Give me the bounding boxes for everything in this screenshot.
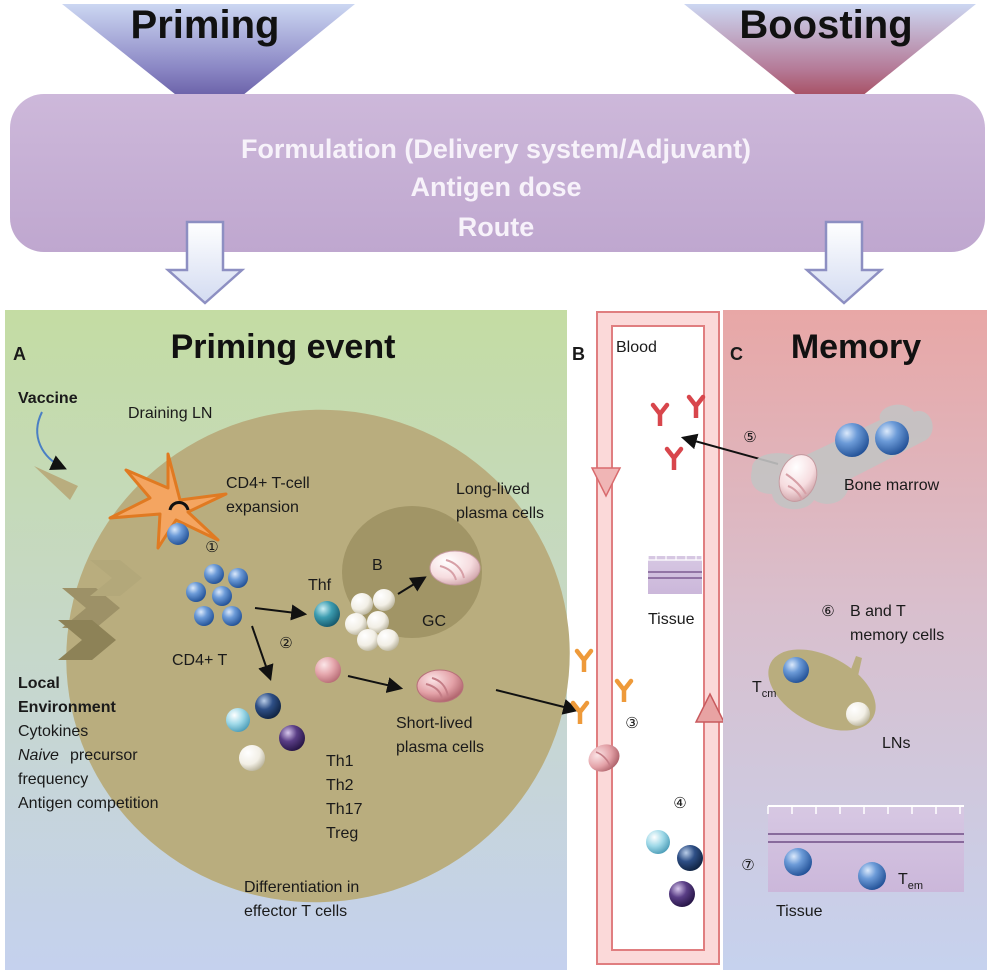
formulation-banner xyxy=(10,94,985,252)
blood-label: Blood xyxy=(616,339,657,356)
gc-label: GC xyxy=(422,613,446,630)
subset-treg: Treg xyxy=(326,825,358,842)
dendritic-cell xyxy=(108,452,228,550)
env-cytokines: Cytokines xyxy=(18,723,88,740)
local-environment-label-2: Environment xyxy=(18,699,116,716)
tcm-label: Tcm xyxy=(752,679,776,700)
long-lived-label-1: Long-lived xyxy=(456,481,530,498)
long-lived-plasma-cell xyxy=(429,550,481,586)
memory-b-cell xyxy=(846,702,870,726)
arrow-to-blood xyxy=(495,689,580,715)
tissue-sample xyxy=(647,556,703,594)
arrow-to-short-lived xyxy=(347,675,404,693)
banner-line-dose: Antigen dose xyxy=(410,172,581,202)
step-4-marker: ④ xyxy=(673,795,686,812)
env-antigen-competition: Antigen competition xyxy=(18,795,159,812)
bone-marrow-memory-cells xyxy=(835,421,909,457)
arrow-to-effectors xyxy=(251,625,274,682)
b-cell-precursor xyxy=(315,657,341,683)
thf-label: Thf xyxy=(308,577,332,594)
cd4-expansion-label-2: expansion xyxy=(226,499,299,516)
bone-marrow-label: Bone marrow xyxy=(844,477,940,494)
step-5-marker: ⑤ xyxy=(743,429,756,446)
downward-flow-arrow xyxy=(590,467,622,498)
boosting-down-arrow xyxy=(803,220,885,305)
memory-label-1: B and T xyxy=(850,603,906,620)
subset-th2: Th2 xyxy=(326,777,354,794)
panel-c-title: Memory xyxy=(791,328,921,366)
env-frequency: frequency xyxy=(18,771,88,788)
bone-marrow-plasma-cell xyxy=(778,454,818,502)
panel-b-letter: B xyxy=(572,344,585,364)
step-2-marker: ② xyxy=(279,635,292,652)
effector-t-cells xyxy=(226,693,305,771)
long-lived-label-2: plasma cells xyxy=(456,505,544,522)
naive-cd4-t-cell xyxy=(167,523,189,545)
circulating-plasma-cell xyxy=(588,744,620,772)
effector-memory-t-cell-2 xyxy=(858,862,886,890)
local-environment-label-1: Local xyxy=(18,675,60,692)
priming-down-arrow xyxy=(164,220,246,305)
boosting-heading: Boosting xyxy=(739,3,912,47)
step-3-marker: ③ xyxy=(625,715,638,732)
local-environment-chevrons xyxy=(58,560,142,660)
circulating-effector-t-cells xyxy=(646,830,703,907)
banner-line-formulation: Formulation (Delivery system/Adjuvant) xyxy=(241,134,751,164)
lns-label: LNs xyxy=(882,735,910,752)
tissue-label-c: Tissue xyxy=(776,903,823,920)
priming-triangle xyxy=(62,4,355,122)
vaccine-arrow xyxy=(36,411,67,470)
panel-a-title: Priming event xyxy=(171,328,396,366)
draining-ln-label: Draining LN xyxy=(128,405,212,422)
short-lived-plasma-cell xyxy=(416,669,464,703)
subset-th17: Th17 xyxy=(326,801,363,818)
tissue-label-b: Tissue xyxy=(648,611,695,628)
thf-cell xyxy=(314,601,340,627)
priming-heading: Priming xyxy=(131,3,280,47)
arrow-to-long-lived xyxy=(397,576,427,595)
short-lived-label-2: plasma cells xyxy=(396,739,484,756)
cd4-expansion-label-1: CD4+ T-cell xyxy=(226,475,310,492)
banner-line-route: Route xyxy=(458,212,535,242)
panel-c-letter: C xyxy=(730,344,743,364)
differentiation-label-2: effector T cells xyxy=(244,903,347,920)
differentiation-label-1: Differentiation in xyxy=(244,879,359,896)
arrow-to-thf xyxy=(254,604,308,621)
short-lived-label-1: Short-lived xyxy=(396,715,472,732)
b-cell-label: B xyxy=(372,557,383,574)
panel-a-letter: A xyxy=(13,344,26,364)
central-memory-t-cell xyxy=(783,657,809,683)
mhc-receptor xyxy=(168,501,190,511)
memory-label-2: memory cells xyxy=(850,627,944,644)
effector-memory-t-cell-1 xyxy=(784,848,812,876)
step-6-marker: ⑥ xyxy=(821,603,834,620)
vaccine-label: Vaccine xyxy=(18,390,78,407)
draining-lymph-node xyxy=(34,409,570,903)
boosting-triangle xyxy=(684,4,976,122)
env-naive: Naive xyxy=(18,747,59,764)
b-cell-cluster xyxy=(345,589,399,651)
subset-th1: Th1 xyxy=(326,753,354,770)
expanded-cd4-t-cells xyxy=(186,564,248,626)
step-7-marker: ⑦ xyxy=(741,857,754,874)
upward-flow-arrow xyxy=(694,692,726,723)
tem-label: Tem xyxy=(898,871,923,892)
step-1-marker: ① xyxy=(205,539,218,556)
env-precursor: precursor xyxy=(70,747,138,764)
cd4t-label: CD4+ T xyxy=(172,652,228,669)
